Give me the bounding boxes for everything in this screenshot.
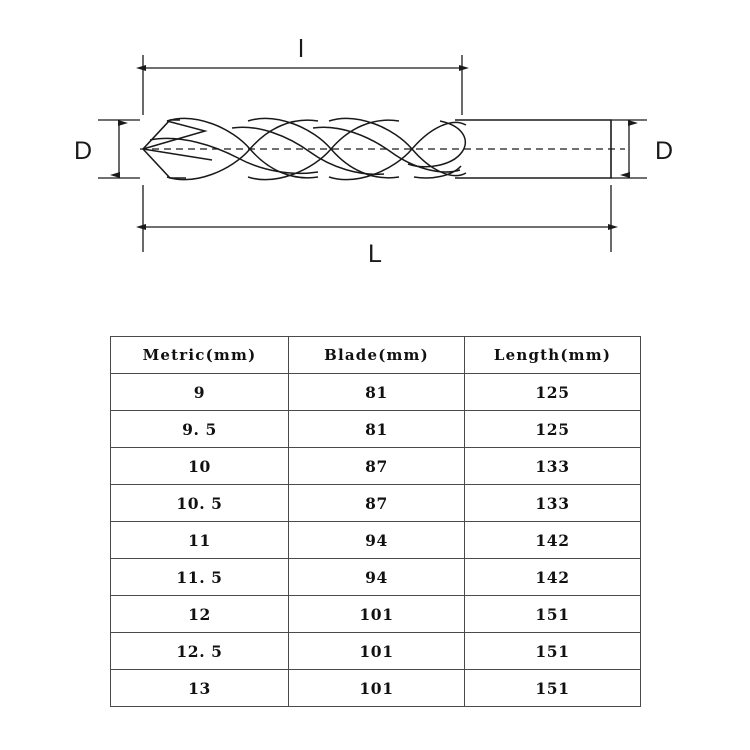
cell-metric: 11 (110, 521, 289, 559)
cell-blade: 87 (288, 484, 465, 522)
overall-length-dimension (136, 185, 618, 252)
cell-length: 142 (464, 521, 641, 559)
cell-blade: 94 (288, 521, 465, 559)
table-row: 12 101 151 (110, 595, 641, 633)
table-header-row: Metric(mm) Blade(mm) Length(mm) (110, 336, 641, 374)
table-row: 12. 5 101 151 (110, 632, 641, 670)
drill-flutes (142, 117, 467, 181)
cell-length: 151 (464, 669, 641, 707)
cell-length: 151 (464, 632, 641, 670)
cell-metric: 11. 5 (110, 558, 289, 596)
cell-blade: 101 (288, 595, 465, 633)
cell-blade: 81 (288, 373, 465, 411)
cell-metric: 13 (110, 669, 289, 707)
left-diameter-label: D (74, 137, 92, 165)
column-header-blade: Blade(mm) (288, 336, 465, 374)
cell-blade: 87 (288, 447, 465, 485)
drill-bit-technical-drawing: l L D D (0, 0, 750, 300)
table-row: 11. 5 94 142 (110, 558, 641, 596)
cell-length: 125 (464, 410, 641, 448)
cell-length: 151 (464, 595, 641, 633)
cell-blade: 81 (288, 410, 465, 448)
overall-length-label: L (368, 240, 382, 268)
cell-blade: 94 (288, 558, 465, 596)
flute-length-dimension (136, 55, 469, 115)
right-diameter-dimension (611, 119, 647, 179)
cell-length: 133 (464, 447, 641, 485)
specification-table-container: Metric(mm) Blade(mm) Length(mm) 9 81 125… (110, 336, 641, 707)
cell-metric: 9. 5 (110, 410, 289, 448)
cell-blade: 101 (288, 632, 465, 670)
cell-length: 125 (464, 373, 641, 411)
cell-blade: 101 (288, 669, 465, 707)
column-header-length: Length(mm) (464, 336, 641, 374)
table-row: 10. 5 87 133 (110, 484, 641, 522)
table-row: 9. 5 81 125 (110, 410, 641, 448)
right-diameter-label: D (655, 137, 673, 165)
cell-metric: 12 (110, 595, 289, 633)
table-row: 10 87 133 (110, 447, 641, 485)
cell-length: 142 (464, 558, 641, 596)
specification-table: Metric(mm) Blade(mm) Length(mm) 9 81 125… (110, 336, 641, 707)
cell-length: 133 (464, 484, 641, 522)
cell-metric: 12. 5 (110, 632, 289, 670)
table-body: 9 81 125 9. 5 81 125 10 87 133 10. 5 87 … (110, 373, 641, 707)
cell-metric: 10 (110, 447, 289, 485)
cell-metric: 10. 5 (110, 484, 289, 522)
table-row: 11 94 142 (110, 521, 641, 559)
left-diameter-dimension (98, 119, 140, 179)
table-row: 13 101 151 (110, 669, 641, 707)
column-header-metric: Metric(mm) (110, 336, 289, 374)
flute-length-label: l (298, 35, 304, 63)
table-row: 9 81 125 (110, 373, 641, 411)
cell-metric: 9 (110, 373, 289, 411)
